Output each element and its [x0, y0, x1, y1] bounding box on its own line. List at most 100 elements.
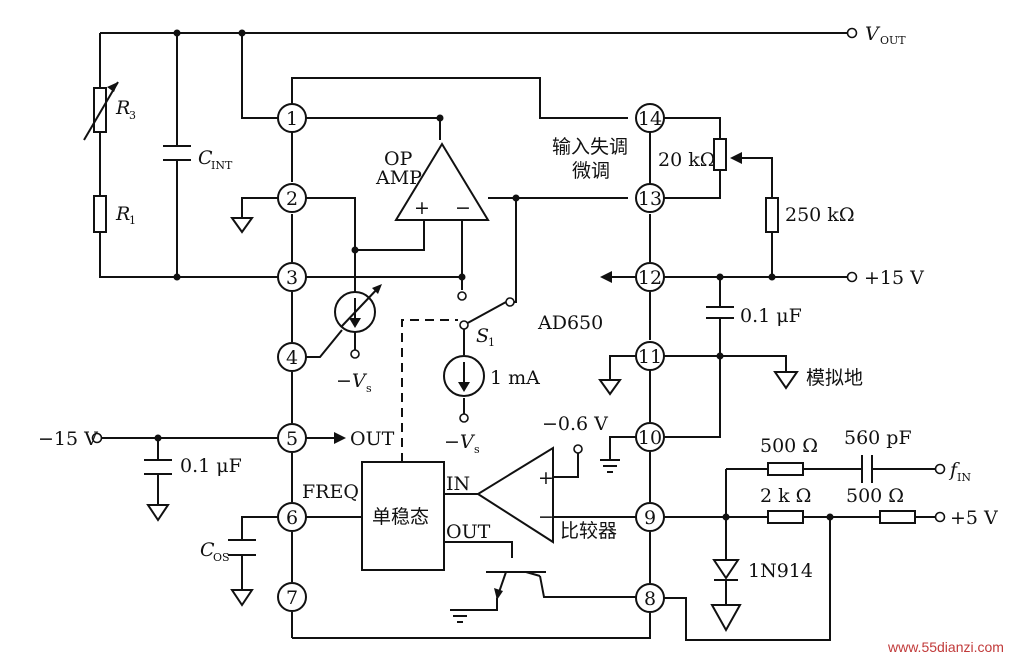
label-offset-1: 输入失调: [552, 136, 628, 158]
label-neg06v: −0.6 V: [542, 413, 608, 435]
capacitor-neg15v: [144, 459, 172, 475]
pin-12: 12: [635, 262, 665, 292]
label-500-top: 500 Ω: [760, 435, 818, 457]
pin-6: 6: [277, 502, 307, 532]
label-s1-sub: 1: [488, 336, 495, 349]
label-minus15v: −15 V: [38, 428, 98, 450]
label-vout-sub: OUT: [880, 34, 906, 47]
watermark: www.55dianzi.com: [887, 639, 1004, 655]
svg-text:13: 13: [638, 188, 662, 210]
pin-2: 2: [277, 183, 307, 213]
label-comparator: 比较器: [560, 520, 617, 542]
resistor-250k: [765, 197, 779, 233]
junction-dots: [154, 29, 834, 521]
label-20k: 20 kΩ: [658, 149, 715, 171]
label-neg-vs-a: −V: [336, 370, 368, 392]
pin-4: 4: [277, 342, 307, 372]
label-vout: V: [865, 23, 881, 45]
svg-text:9: 9: [644, 507, 656, 529]
svg-text:1: 1: [286, 108, 298, 130]
capacitor-560pf: [861, 455, 873, 483]
label-cap-right: 0.1 μF: [740, 305, 802, 327]
svg-text:12: 12: [638, 267, 662, 289]
resistor-2k: [767, 510, 804, 524]
svg-text:14: 14: [638, 108, 662, 130]
label-op-minus: −: [455, 197, 471, 219]
label-comp-plus: +: [538, 467, 554, 489]
pin-1: 1: [277, 103, 307, 133]
label-r3-sub: 3: [129, 109, 136, 122]
pin-7: 7: [277, 582, 307, 612]
label-out2: OUT: [446, 521, 491, 543]
svg-text:6: 6: [286, 507, 298, 529]
label-2k: 2 k Ω: [760, 485, 811, 507]
ground-symbols: [146, 217, 799, 633]
pin-8: 8: [635, 583, 665, 613]
label-offset-2: 微调: [572, 160, 610, 182]
transistor: [486, 571, 546, 600]
pin-5: 5: [277, 423, 307, 453]
pin-13: 13: [635, 183, 665, 213]
label-op: OP: [384, 148, 413, 170]
potentiometer-20k: [713, 138, 742, 171]
label-r1-sub: 1: [129, 214, 136, 227]
label-cint-sub: INT: [211, 159, 233, 172]
label-monostable: 单稳态: [372, 506, 429, 528]
label-fin-sub: IN: [957, 471, 971, 484]
label-cint: C: [198, 147, 213, 169]
label-comp-minus: −: [538, 506, 554, 528]
label-neg-vs-a-sub: s: [366, 382, 372, 395]
label-diode: 1N914: [748, 560, 813, 582]
label-freq: FREQ: [302, 481, 359, 503]
svg-text:4: 4: [286, 347, 298, 369]
current-source-iref: [334, 284, 382, 333]
svg-text:7: 7: [286, 587, 298, 609]
labels: V OUT R 3 R 1 C INT OP AMP + − 输入失调 微调 2…: [38, 23, 1004, 655]
chip-pins: 1 2 3 4 5 6 7 8 9 10 11 12 13 14: [277, 103, 665, 613]
resistor-500-bottom: [879, 510, 916, 524]
label-neg-vs-b-sub: s: [474, 443, 480, 456]
label-fin: f: [948, 459, 960, 481]
resistor-r3: [83, 81, 119, 141]
monostable-block: [361, 461, 445, 571]
capacitor-cos: [228, 539, 256, 556]
label-plus15v: +15 V: [864, 267, 924, 289]
svg-text:11: 11: [638, 346, 662, 368]
svg-text:5: 5: [286, 428, 298, 450]
label-in: IN: [446, 473, 470, 495]
label-500-bottom: 500 Ω: [846, 485, 904, 507]
pin-10: 10: [635, 422, 665, 452]
diode-1n914: [712, 559, 740, 581]
capacitor-plus15v: [706, 306, 734, 319]
svg-text:10: 10: [638, 427, 662, 449]
label-r1: R: [115, 203, 130, 225]
svg-text:8: 8: [644, 588, 656, 610]
pin-14: 14: [635, 103, 665, 133]
label-s1: S: [476, 325, 489, 347]
wiring: [99, 32, 936, 641]
label-cos: C: [200, 539, 215, 561]
label-1ma: 1 mA: [490, 367, 540, 389]
switch-s1: [457, 291, 515, 330]
label-ad650: AD650: [537, 312, 603, 334]
label-cos-sub: OS: [213, 551, 230, 564]
label-out: OUT: [350, 428, 395, 450]
current-source-1ma: [443, 355, 485, 397]
svg-text:2: 2: [286, 188, 298, 210]
label-neg-vs-b: −V: [444, 431, 476, 453]
arrows: [330, 271, 636, 444]
op-amp: [394, 142, 490, 221]
label-r3: R: [115, 97, 130, 119]
terminals: [91, 27, 946, 523]
svg-text:3: 3: [286, 267, 298, 289]
pin-9: 9: [635, 502, 665, 532]
label-250k: 250 kΩ: [785, 204, 855, 226]
label-plus5v: +5 V: [950, 507, 998, 529]
pin-3: 3: [277, 262, 307, 292]
resistor-500-top: [767, 462, 804, 476]
label-op-plus: +: [414, 197, 430, 219]
label-cap-left: 0.1 μF: [180, 455, 242, 477]
resistor-r1: [93, 195, 107, 233]
label-560pf: 560 pF: [844, 427, 912, 449]
